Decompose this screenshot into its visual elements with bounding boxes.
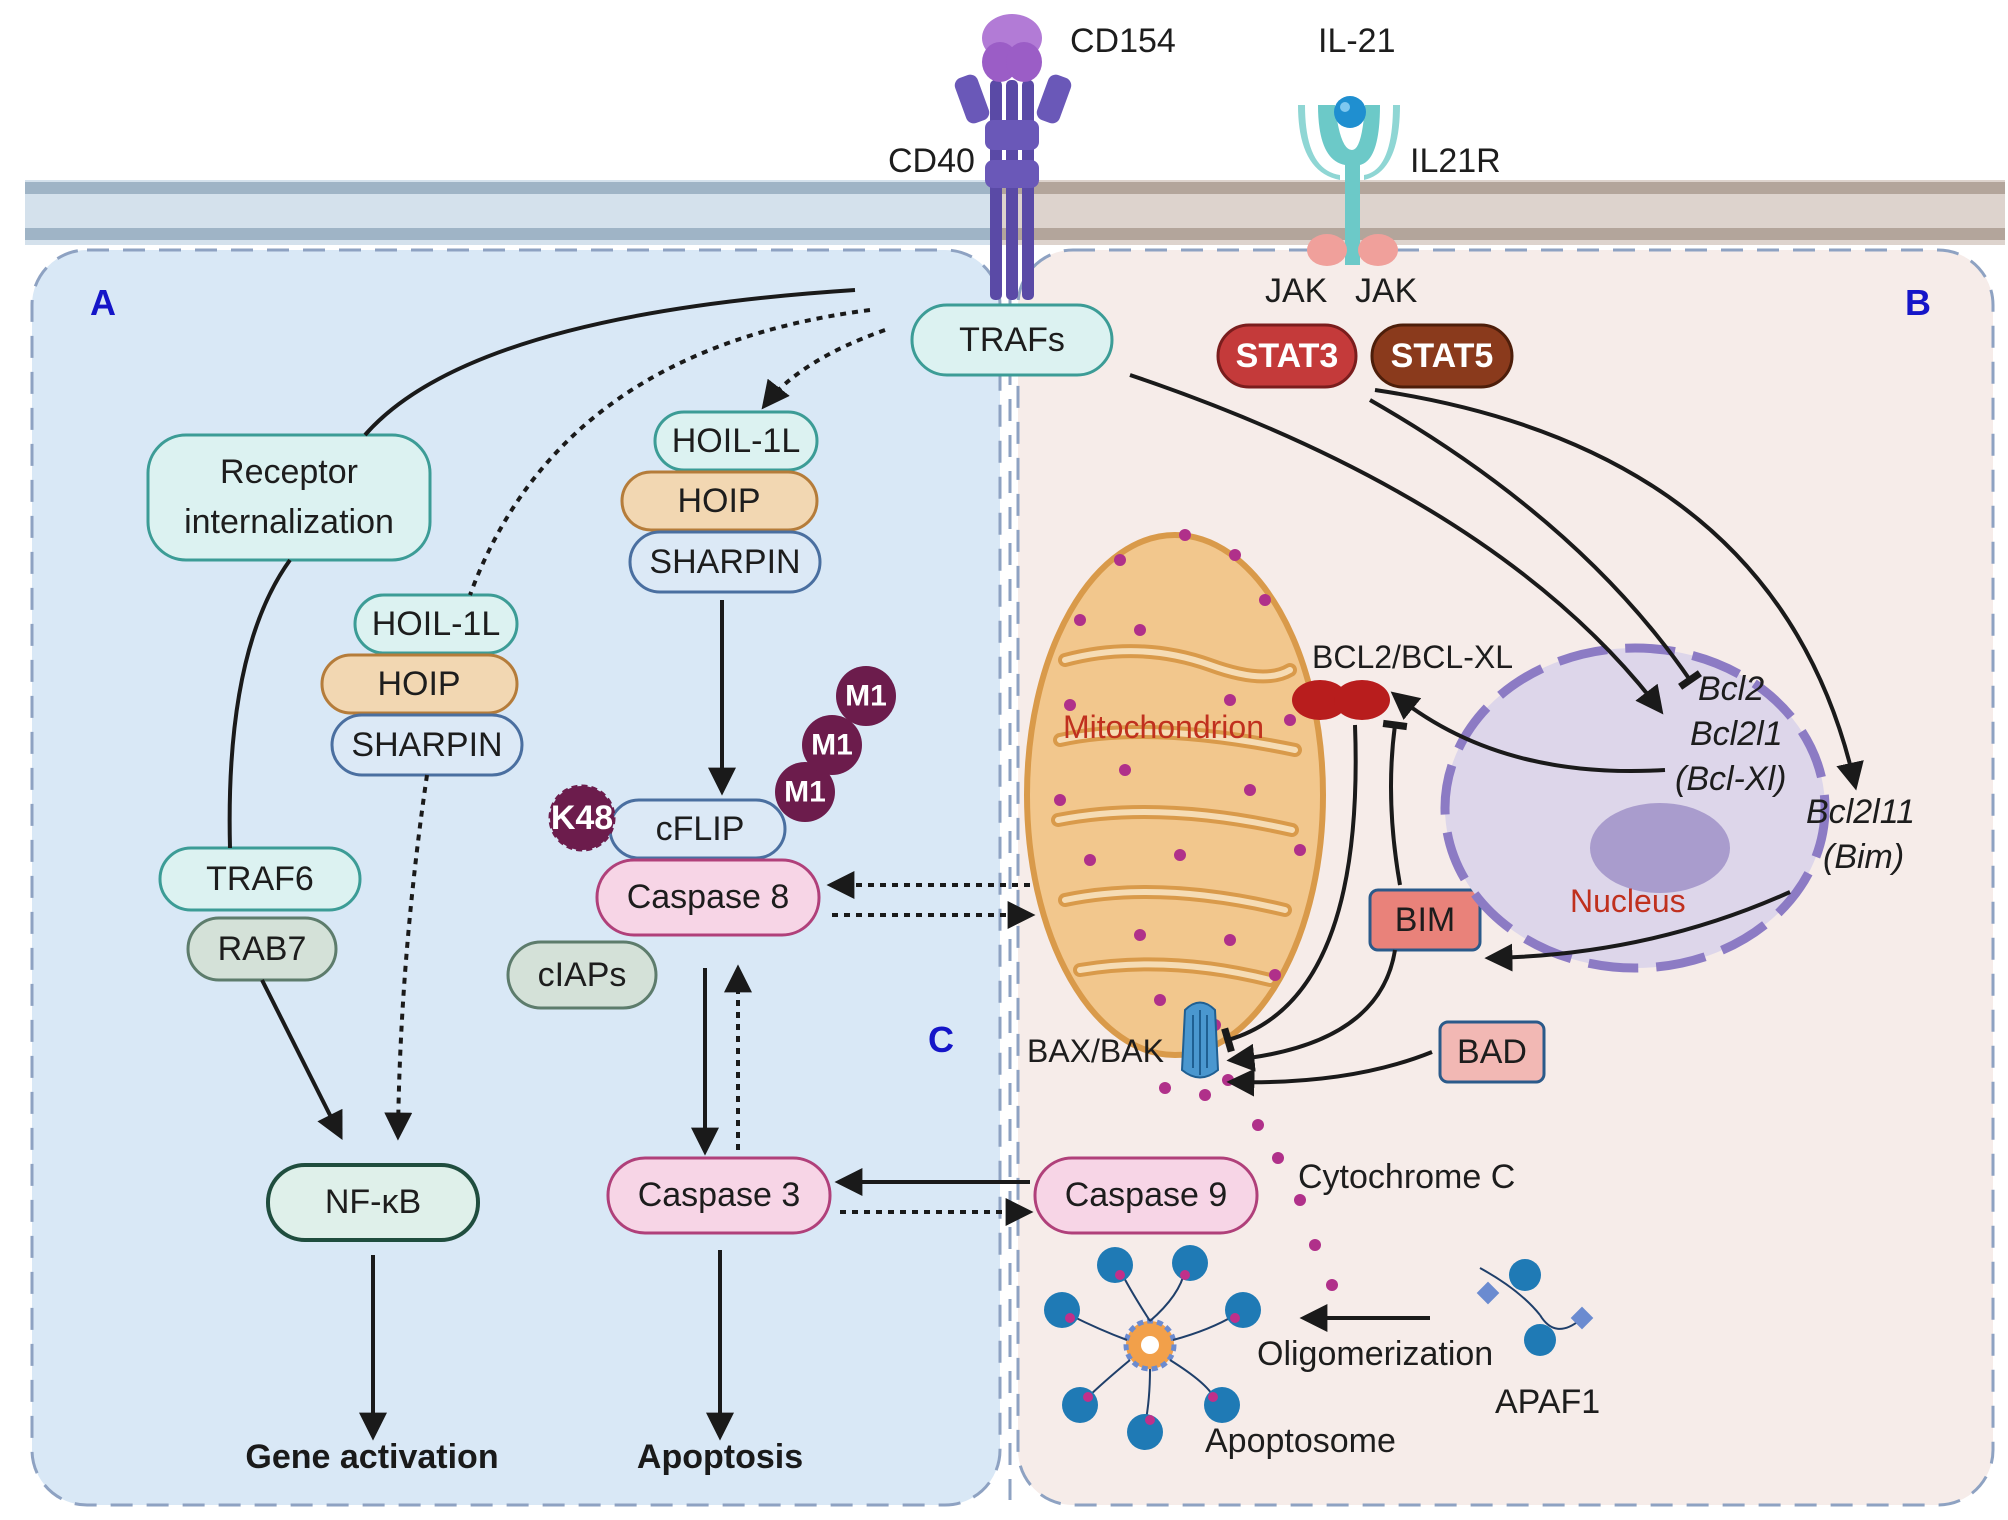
svg-text:STAT5: STAT5	[1391, 337, 1494, 375]
svg-text:M1: M1	[811, 729, 853, 762]
svg-text:M1: M1	[845, 680, 887, 713]
bax-bak-label: BAX/BAK	[1027, 1033, 1164, 1069]
svg-text:HOIL-1L: HOIL-1L	[672, 422, 801, 460]
svg-text:BAD: BAD	[1457, 1033, 1527, 1071]
gene-bcl2l1: Bcl2l1	[1690, 715, 1783, 753]
lubac-complex-upper: HOIL-1L HOIP SHARPIN	[620, 410, 822, 594]
lubac-complex-lower: HOIL-1L HOIP SHARPIN	[320, 593, 524, 777]
gene-activation-label: Gene activation	[245, 1438, 498, 1476]
svg-text:BIM: BIM	[1395, 901, 1455, 939]
pathway-arrows	[227, 288, 1864, 1441]
trafs-node: TRAFs	[910, 303, 1114, 377]
caspase9-node: Caspase 9	[1033, 1156, 1259, 1235]
il21-label: IL-21	[1318, 22, 1396, 60]
svg-text:Receptor: Receptor	[220, 453, 358, 491]
svg-text:M1: M1	[784, 776, 826, 809]
svg-text:K48: K48	[551, 799, 613, 837]
traf6-node: TRAF6	[158, 846, 362, 912]
svg-text:Caspase 8: Caspase 8	[627, 878, 790, 916]
gene-bcl2: Bcl2	[1698, 670, 1764, 708]
cflip-complex: cFLIP K48 M1 M1 M1	[548, 666, 896, 860]
svg-text:HOIP: HOIP	[377, 665, 460, 703]
stat5-node: STAT5	[1370, 323, 1514, 389]
jak-right-label: JAK	[1355, 272, 1418, 310]
svg-text:TRAFs: TRAFs	[959, 321, 1065, 359]
rab7-node: RAB7	[186, 916, 338, 982]
nfkb-node: NF-κB	[266, 1163, 480, 1242]
bcl2-bclxl-protein	[1292, 680, 1390, 720]
ciaps-node: cIAPs	[506, 940, 658, 1010]
svg-text:TRAF6: TRAF6	[206, 860, 314, 898]
svg-text:SHARPIN: SHARPIN	[649, 543, 800, 581]
caspase3-node: Caspase 3	[606, 1156, 832, 1235]
cytochrome-c-dots	[1159, 1074, 1338, 1291]
svg-text:RAB7: RAB7	[218, 930, 307, 968]
oligomerization-label: Oligomerization	[1257, 1335, 1493, 1373]
svg-text:Caspase 9: Caspase 9	[1065, 1176, 1228, 1214]
mitochondrion	[1024, 532, 1326, 1058]
panel-label-c: C	[928, 1019, 954, 1060]
svg-text:HOIL-1L: HOIL-1L	[372, 605, 501, 643]
bad-node: BAD	[1438, 1020, 1546, 1084]
bax-bak-pore	[1180, 1001, 1220, 1079]
il21-receptor	[1298, 96, 1400, 266]
cytochrome-c-label: Cytochrome C	[1298, 1158, 1515, 1196]
mitochondrion-label: Mitochondrion	[1063, 709, 1264, 745]
cd154-ligand	[982, 14, 1042, 82]
panel-label-a: A	[90, 282, 116, 323]
nucleus	[1440, 643, 1830, 973]
svg-text:internalization: internalization	[184, 503, 394, 541]
apaf1-label: APAF1	[1495, 1383, 1600, 1421]
caspase8-node: Caspase 8	[595, 858, 821, 937]
svg-text:Caspase 3: Caspase 3	[638, 1176, 801, 1214]
svg-text:SHARPIN: SHARPIN	[351, 726, 502, 764]
jak-left-label: JAK	[1265, 272, 1328, 310]
cd40-receptor	[954, 74, 1072, 300]
bim-node: BIM	[1368, 888, 1482, 952]
gene-bim: (Bim)	[1823, 838, 1904, 876]
svg-text:STAT3: STAT3	[1236, 337, 1339, 375]
svg-text:cIAPs: cIAPs	[538, 956, 627, 994]
panel-label-b: B	[1905, 282, 1931, 323]
nucleus-label: Nucleus	[1570, 883, 1686, 919]
svg-text:cFLIP: cFLIP	[656, 810, 745, 848]
gene-bcl2l11: Bcl2l11	[1806, 793, 1915, 831]
gene-bclxl: (Bcl-Xl)	[1675, 760, 1786, 798]
apoptosis-label: Apoptosis	[637, 1438, 803, 1476]
bcl2-bclxl-label: BCL2/BCL-XL	[1312, 639, 1513, 675]
cd40-label: CD40	[888, 142, 975, 180]
il21r-label: IL21R	[1410, 142, 1501, 180]
cell-membrane	[25, 180, 2005, 245]
svg-text:HOIP: HOIP	[677, 482, 760, 520]
apoptosome-label: Apoptosome	[1205, 1422, 1396, 1460]
apoptosome	[1044, 1245, 1261, 1450]
stat3-node: STAT3	[1216, 323, 1358, 389]
cd154-label: CD154	[1070, 22, 1176, 60]
receptor-internalization-node: Receptor internalization	[146, 433, 432, 562]
svg-text:NF-κB: NF-κB	[325, 1183, 421, 1221]
apaf1-molecule	[1476, 1259, 1594, 1356]
